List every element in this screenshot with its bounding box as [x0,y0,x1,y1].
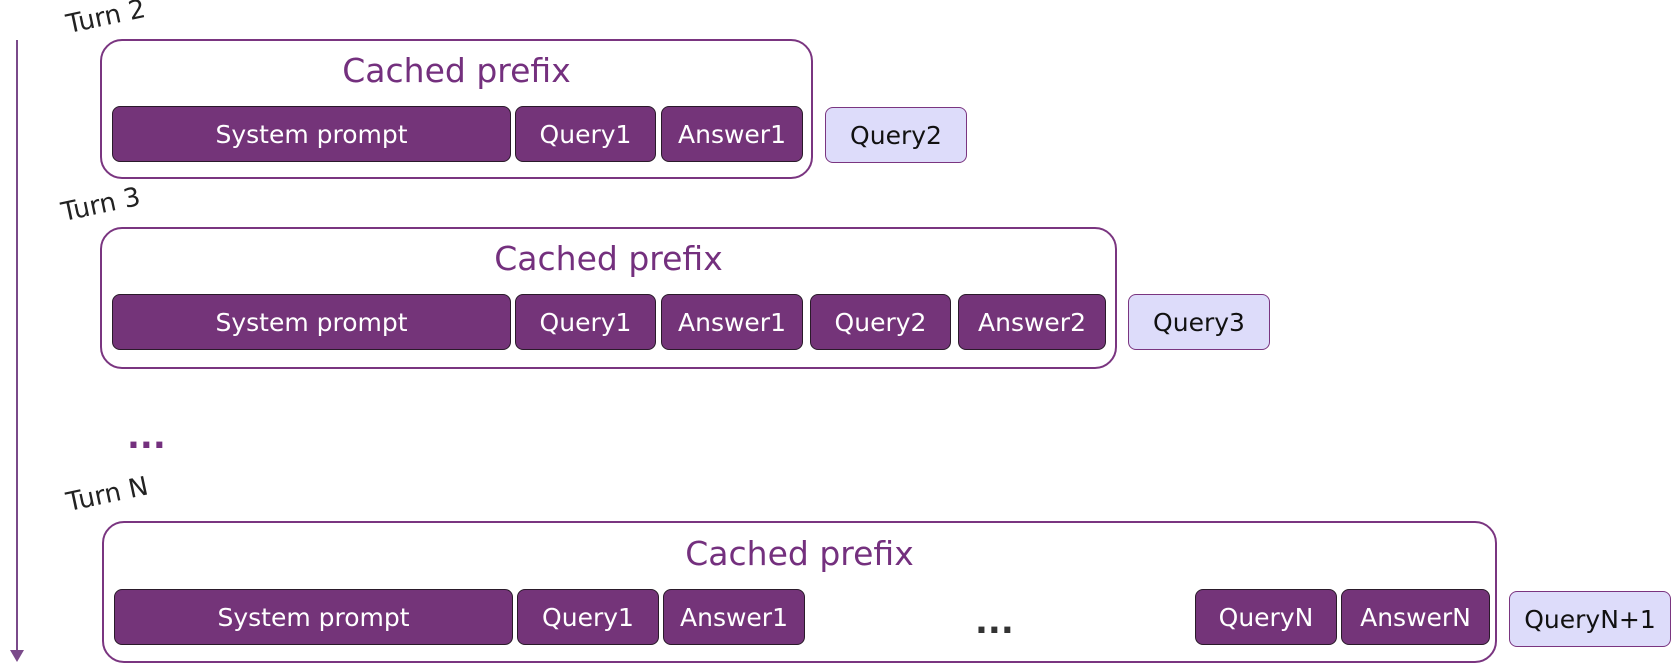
cached-prefix-box [102,521,1497,663]
cached-prefix-title: Cached prefix [494,239,723,278]
new-query-box: Query3 [1128,294,1270,350]
turns-ellipsis: ... [127,417,166,457]
segment-query1: Query1 [515,294,656,350]
timeline-line [16,40,18,652]
turn-label: Turn 3 [58,182,144,228]
segment-answer1: Answer1 [661,106,803,162]
segment-answer1: Answer1 [663,589,805,645]
segment-queryn: QueryN [1195,589,1337,645]
segments-ellipsis: ... [975,602,1014,642]
segment-query2: Query2 [810,294,951,350]
segment-answer1: Answer1 [661,294,803,350]
cached-prefix-box [100,227,1117,369]
segment-query1: Query1 [515,106,656,162]
turn-label: Turn N [63,471,152,518]
segment-answer2: Answer2 [958,294,1106,350]
turn-label: Turn 2 [63,0,149,41]
cached-prefix-title: Cached prefix [685,534,914,573]
segment-system-prompt: System prompt [114,589,513,645]
new-query-box: Query2 [825,107,967,163]
cached-prefix-box [100,39,813,179]
timeline-arrowhead [10,650,24,662]
segment-system-prompt: System prompt [112,294,511,350]
cached-prefix-title: Cached prefix [342,51,571,90]
segment-query1: Query1 [517,589,659,645]
new-query-box: QueryN+1 [1509,591,1671,647]
segment-answern: AnswerN [1341,589,1490,645]
segment-system-prompt: System prompt [112,106,511,162]
